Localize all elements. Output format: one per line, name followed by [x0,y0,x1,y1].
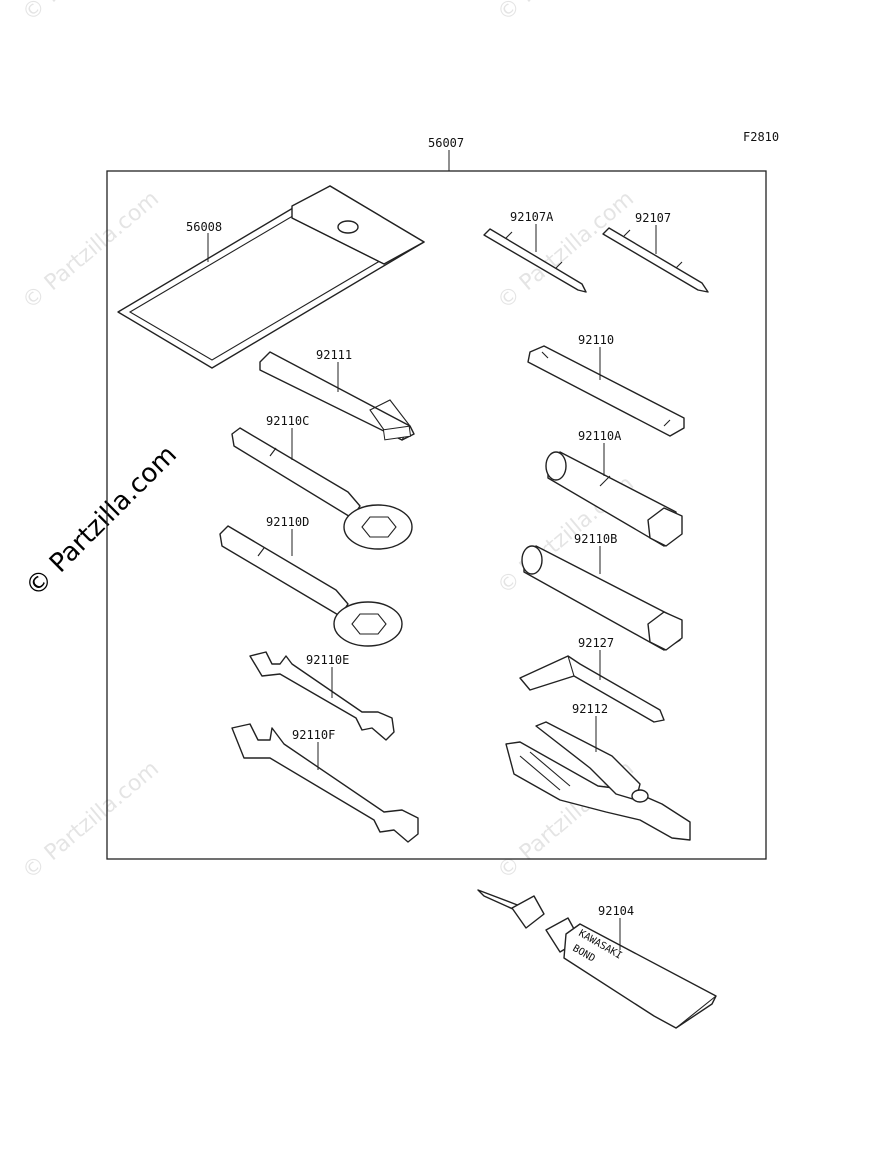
tool-pouch-56008[interactable] [117,185,425,369]
watermark-faint: © Partzilla.com [18,756,164,884]
part-label-92107[interactable]: 92107 [635,211,671,225]
part-label-92110D[interactable]: 92110D [266,515,309,529]
pliers-92112[interactable] [505,721,691,841]
kit-box [106,170,767,860]
part-label-92110C[interactable]: 92110C [266,414,309,428]
open-wrench-92110E[interactable] [249,651,395,741]
watermark-faint: © Partzilla.com [493,0,639,27]
screwdriver-bit-92107[interactable] [602,227,709,293]
part-label-92110[interactable]: 92110 [578,333,614,347]
bond-tube-92104[interactable]: KAWASAKI BOND [477,889,717,1029]
handle-bar-92111[interactable] [259,351,415,441]
part-label-92127[interactable]: 92127 [578,636,614,650]
part-label-56008[interactable]: 56008 [186,220,222,234]
part-label-92110B[interactable]: 92110B [574,532,617,546]
ring-wrench-92110C[interactable] [231,427,413,550]
watermark-faint: © Partzilla.com [18,186,164,314]
part-label-92112[interactable]: 92112 [572,702,608,716]
open-wrench-92110F[interactable] [231,723,419,843]
watermark-layer: © Partzilla.com © Partzilla.com © Partzi… [18,0,639,885]
screwdriver-bit-92107A[interactable] [483,228,587,293]
part-label-92111[interactable]: 92111 [316,348,352,362]
box-wrench-92110A[interactable] [545,451,683,547]
box-wrench-92110B[interactable] [521,545,683,651]
spanner-92110[interactable] [527,345,685,437]
part-label-92107A[interactable]: 92107A [510,210,554,224]
part-label-92104[interactable]: 92104 [598,904,634,918]
watermark-faint: © Partzilla.com [18,0,164,27]
part-label-56007[interactable]: 56007 [428,136,464,150]
diagram-code: F2810 [743,130,779,144]
part-label-92110A[interactable]: 92110A [578,429,622,443]
part-label-92110F[interactable]: 92110F [292,728,335,742]
hex-key-92127[interactable] [519,655,665,723]
ring-wrench-92110D[interactable] [219,525,403,647]
watermark-main: © Partzilla.com [20,440,183,603]
part-label-92110E[interactable]: 92110E [306,653,349,667]
